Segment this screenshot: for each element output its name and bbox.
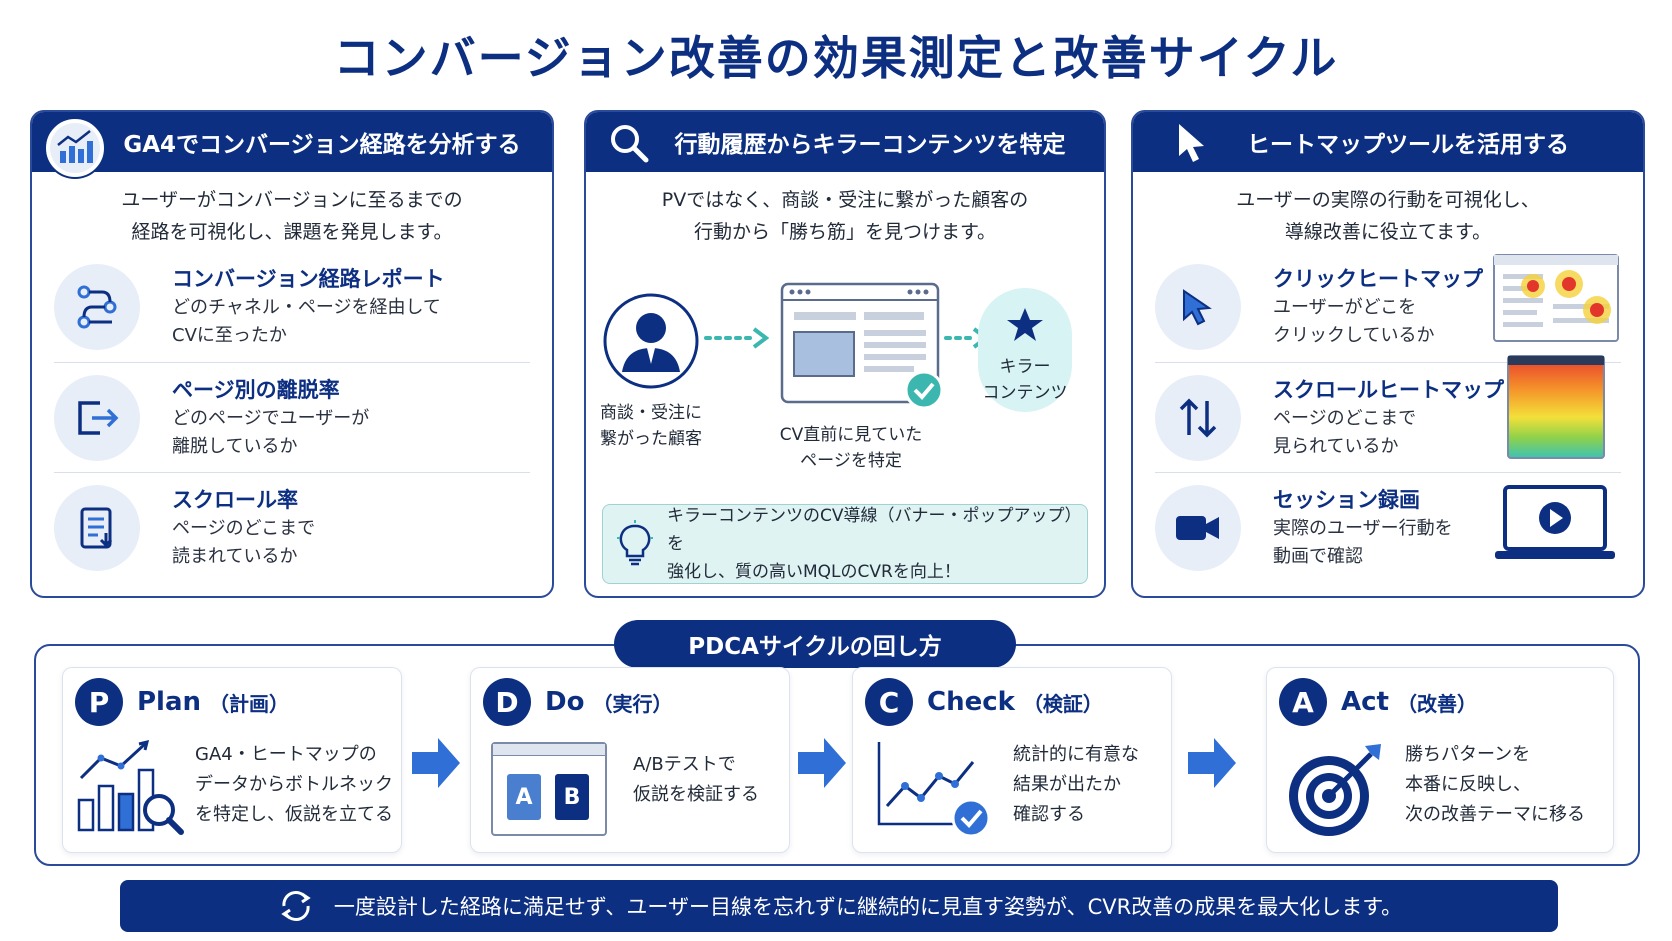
card-behavior-title: 行動履歴からキラーコンテンツを特定 [674, 132, 1066, 158]
step-sub: （改善） [1396, 691, 1477, 716]
feature-title: スクロールヒートマップ [1273, 377, 1504, 402]
feature-desc: ページのどこまで 読まれているか [172, 517, 316, 567]
laptop-play-icon [1495, 485, 1615, 559]
variant-a: A [507, 774, 541, 820]
feature-desc: ユーザーがどこを クリックしているか [1273, 297, 1435, 346]
step-desc: GA4・ヒートマップの データからボトルネック を特定し、仮説を立てる [195, 744, 393, 825]
route-icon [54, 264, 140, 350]
ab-test-window: A B [491, 742, 607, 836]
feature-scroll-heatmap: スクロールヒートマップ ページのどこまで 見られているか [1155, 355, 1621, 472]
feature-click-heatmap: クリックヒートマップ ユーザーがどこを クリックしているか [1155, 252, 1621, 362]
pdca-badge: PDCAサイクルの回し方 [614, 620, 1016, 668]
step-name: Do [545, 687, 585, 717]
footer-banner: 一度設計した経路に満足せず、ユーザー目線を忘れずに継続的に見直す姿勢が、CVR改… [120, 880, 1558, 932]
page-title: コンバージョン改善の効果測定と改善サイクル [333, 31, 1339, 85]
right-arrow-icon [1188, 738, 1236, 788]
document-icon [54, 484, 140, 571]
feature-scroll-rate: スクロール率 ページのどこまで 読まれているか [54, 472, 530, 582]
card-ga4-title: GA4でコンバージョン経路を分析する [123, 132, 521, 158]
dotted-arrow-icon [704, 327, 770, 349]
feature-cv-route-report: コンバージョン経路レポート どのチャネル・ページを経由して CVに至ったか [54, 252, 530, 362]
window-bar [493, 744, 605, 756]
card-ga4: GA4でコンバージョン経路を分析する ユーザーがコンバージョンに至るまでの 経路… [30, 110, 554, 598]
step-desc: 勝ちパターンを 本番に反映し、 次の改善テーマに移る [1405, 744, 1585, 825]
card-ga4-header: GA4でコンバージョン経路を分析する [32, 112, 552, 179]
step-name: Act [1341, 687, 1389, 717]
refresh-cycle-icon [281, 891, 311, 921]
card-behavior-header: 行動履歴からキラーコンテンツを特定 [586, 112, 1104, 172]
target-dart-icon [1289, 744, 1381, 836]
feature-title: スクロール率 [172, 487, 298, 512]
pdca-step-do: D Do （実行） A B A/Bテストで 仮説を検証する [470, 667, 790, 853]
step-desc: A/Bテストで 仮説を検証する [633, 754, 759, 805]
card-heatmap: ヒートマップツールを活用する ユーザーの実際の行動を可視化し、 導線改善に役立て… [1131, 110, 1645, 598]
feature-title: コンバージョン経路レポート [172, 267, 445, 291]
feature-desc: ページのどこまで 見られているか [1273, 407, 1417, 457]
tip-box: キラーコンテンツのCV導線（バナー・ポップアップ）を 強化し、質の高いMQLのC… [602, 504, 1088, 584]
banner-text: 一度設計した経路に満足せず、ユーザー目線を忘れずに継続的に見直す姿勢が、CVR改… [333, 895, 1403, 919]
scroll-arrows-icon [1155, 374, 1241, 461]
cursor-icon [1173, 122, 1213, 170]
lightbulb-icon [617, 520, 653, 566]
feature-session-recording: セッション録画 実際のユーザー行動を 動画で確認 [1155, 472, 1621, 582]
feature-desc: どのチャネル・ページを経由して CVに至ったか [172, 297, 441, 346]
right-arrow-icon [412, 738, 460, 788]
card-behavior: 行動履歴からキラーコンテンツを特定 PVではなく、商談・受注に繋がった顧客の 行… [584, 110, 1106, 598]
card-ga4-intro: ユーザーがコンバージョンに至るまでの 経路を可視化し、課題を発見します。 [121, 189, 463, 243]
feature-desc: 実際のユーザー行動を 動画で確認 [1273, 517, 1453, 567]
step-letter: C [865, 678, 913, 726]
feature-title: セッション録画 [1273, 487, 1420, 512]
feature-title: クリックヒートマップ [1273, 267, 1483, 291]
step-name: Check [927, 687, 1015, 717]
magnifier-icon [608, 122, 650, 170]
tip-text: キラーコンテンツのCV導線（バナー・ポップアップ）を 強化し、質の高いMQLのC… [667, 506, 1082, 582]
cursor-icon [1155, 264, 1241, 350]
line-chart-check-icon [877, 742, 991, 838]
exit-icon [54, 374, 140, 461]
step-letter: A [1279, 678, 1327, 726]
variant-b: B [555, 774, 589, 820]
card-heatmap-intro: ユーザーの実際の行動を可視化し、 導線改善に役立てます。 [1236, 189, 1540, 243]
feature-page-exit-rate: ページ別の離脱率 どのページでユーザーが 離脱しているか [54, 362, 530, 472]
customer-avatar-icon [603, 293, 699, 389]
bar-chart-magnifier-icon [77, 739, 184, 835]
step-letter: D [483, 678, 531, 726]
pdca-step-act: A Act （改善） 勝ちパターンを 本番に反映し、 次の改善テーマに移る [1266, 667, 1614, 853]
card-behavior-intro: PVではなく、商談・受注に繋がった顧客の 行動から「勝ち筋」を見つけます。 [661, 189, 1029, 243]
step-desc: 統計的に有意な 結果が出たか 確認する [1013, 744, 1139, 825]
feature-title: ページ別の離脱率 [172, 377, 340, 402]
step-letter: P [75, 678, 123, 726]
customer-label: 商談・受注に 繋がった顧客 [600, 403, 702, 449]
analytics-chart-icon [42, 115, 108, 187]
page-label: CV直前に見ていた ページを特定 [779, 425, 923, 471]
step-sub: （実行） [592, 691, 673, 716]
right-arrow-icon [798, 738, 846, 788]
scroll-heatmap-thumbnail [1507, 355, 1605, 459]
star-icon [1007, 308, 1043, 341]
feature-desc: どのページでユーザーが 離脱しているか [172, 407, 370, 457]
step-sub: （計画） [209, 691, 290, 716]
click-heatmap-thumbnail [1493, 254, 1619, 342]
pdca-step-check: C Check （検証） 統計的に有意な 結果が出たか 確認する [852, 667, 1172, 853]
killer-content-badge: キラー コンテンツ [978, 288, 1072, 412]
card-heatmap-header: ヒートマップツールを活用する [1133, 112, 1643, 172]
webpage-icon [780, 282, 944, 410]
video-camera-icon [1155, 484, 1241, 571]
killer-label: キラー コンテンツ [982, 357, 1068, 403]
step-sub: （検証） [1022, 691, 1103, 716]
pdca-step-plan: P Plan （計画） GA4・ヒートマップの データからボトルネック を特定し… [62, 667, 402, 853]
card-heatmap-title: ヒートマップツールを活用する [1247, 132, 1569, 158]
step-name: Plan [137, 687, 202, 717]
